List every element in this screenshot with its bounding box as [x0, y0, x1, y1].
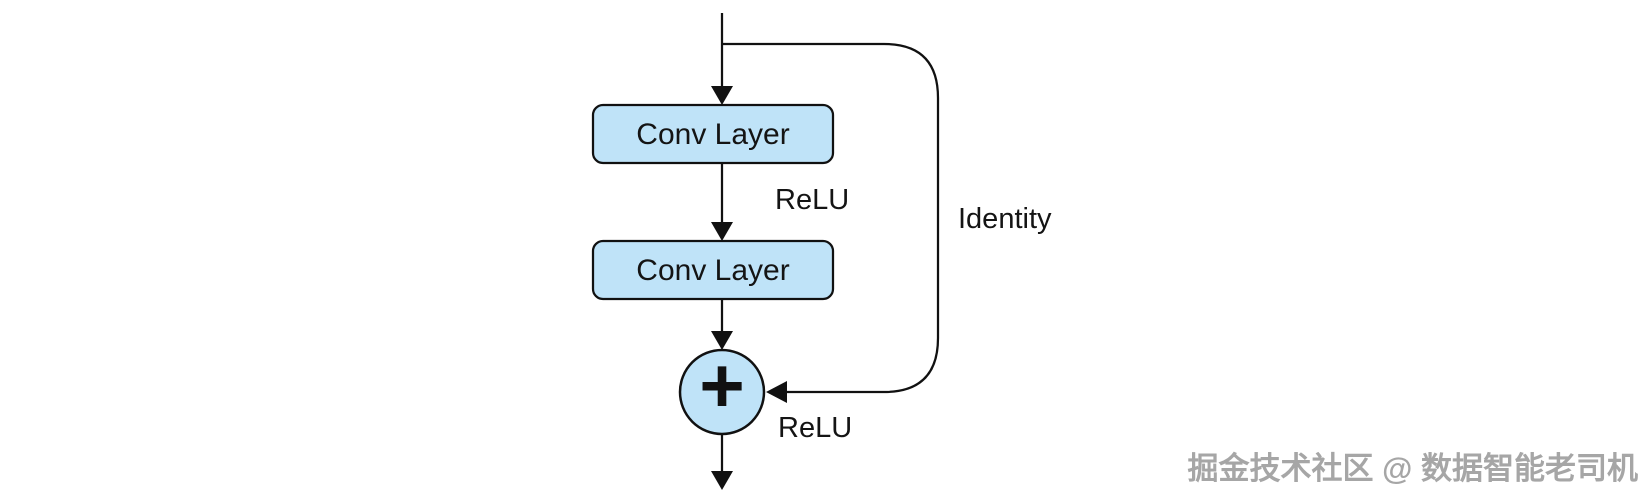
conv-layer-2-node [591, 239, 835, 301]
watermark: 掘金技术社区 @ 数据智能老司机 [1188, 451, 1638, 486]
plus-icon: + [699, 341, 745, 429]
conv1-to-conv2-arrowhead-icon [711, 222, 733, 241]
input-arrowhead-icon [711, 86, 733, 105]
watermark-shadow: 掘金技术社区 @ 数据智能老司机 [1190, 453, 1640, 488]
relu-label-bottom: ReLU [778, 412, 852, 444]
identity-skip-connection-edge [722, 42, 940, 394]
conv2-to-sum-arrowhead-icon [711, 331, 733, 350]
skip-arrowhead-icon [766, 381, 787, 403]
conv-layer-2-label: Conv Layer [636, 254, 789, 287]
conv-layer-1-node [591, 103, 835, 165]
conv-layer-1-label: Conv Layer [636, 118, 789, 151]
output-arrowhead-icon [711, 471, 733, 490]
identity-label: Identity [958, 203, 1052, 235]
relu-label-top: ReLU [775, 184, 849, 216]
